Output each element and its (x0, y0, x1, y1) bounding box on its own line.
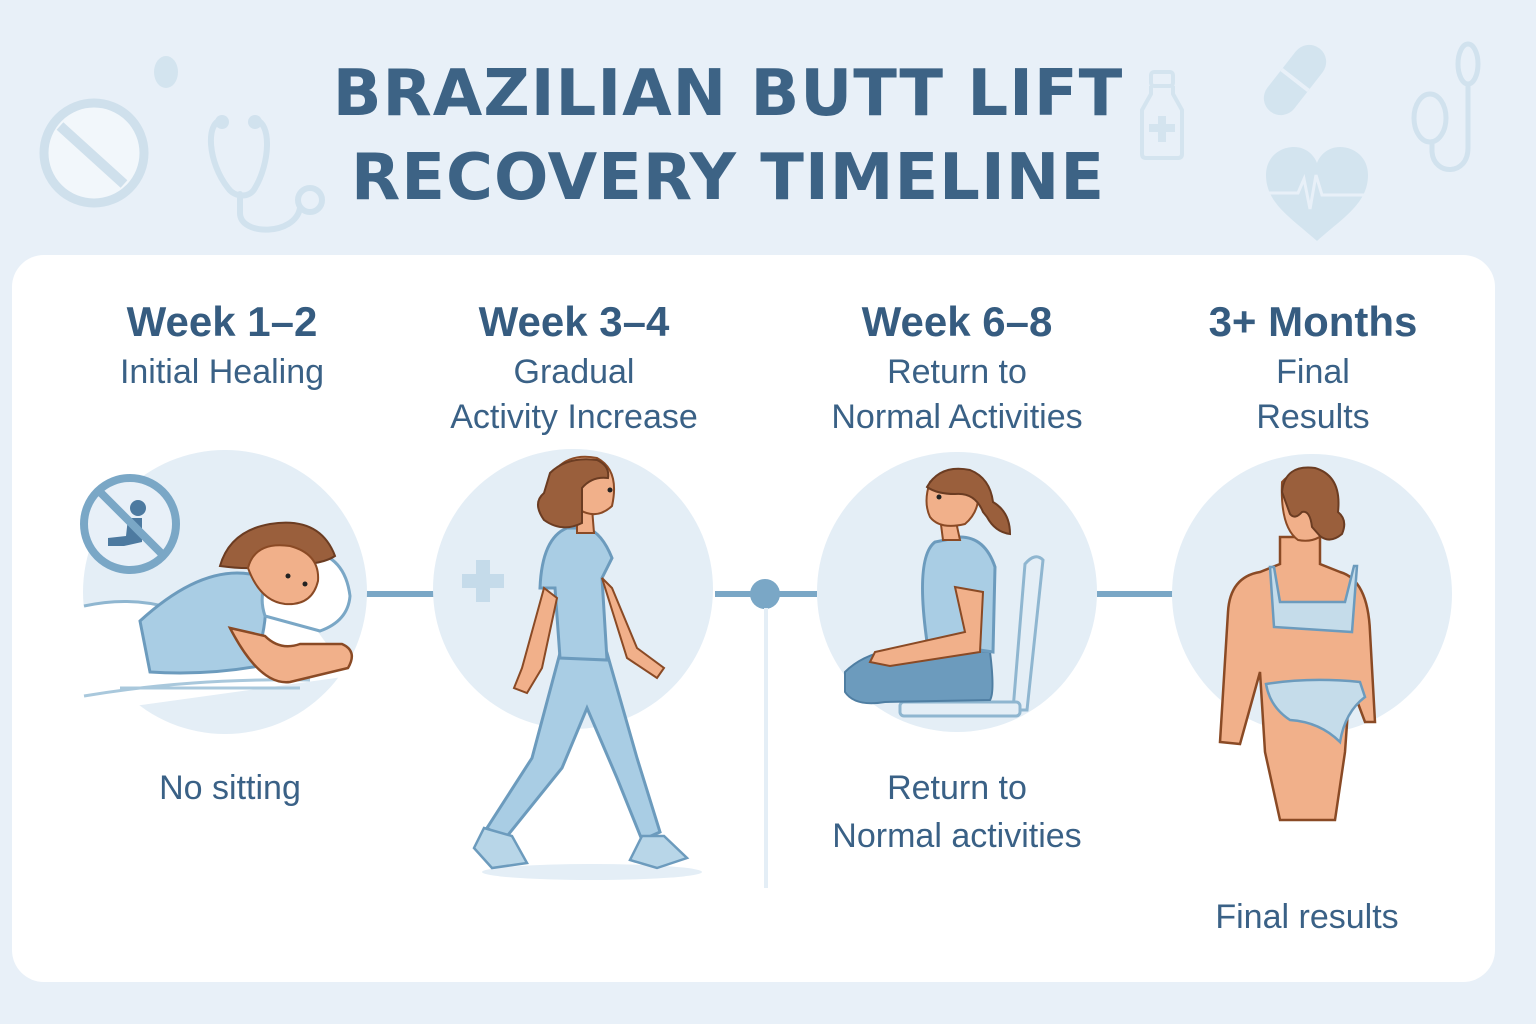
stage-period: Week 6–8 (861, 298, 1053, 345)
stage-subtitle-line-1: Final (1276, 353, 1350, 391)
stethoscope-icon (208, 115, 325, 233)
stage-caption-line-2: Normal activities (832, 817, 1082, 855)
stage-period: Week 1–2 (126, 298, 318, 345)
timeline-connector (366, 591, 436, 597)
stage-caption: No sitting (159, 769, 301, 807)
stage-week-1-2: Week 1–2 Initial Healing (42, 296, 402, 395)
stage-caption: Return to Normal activities (777, 764, 1137, 860)
stage-subtitle: Initial Healing (119, 353, 325, 391)
stage-week-3-4: Week 3–4 Gradual Activity Increase (394, 296, 754, 440)
stethoscope-icon (1411, 41, 1481, 172)
woman-lying-face-down-illustration (80, 450, 367, 734)
stage-subtitle-line-2: Results (1256, 398, 1370, 436)
stage-3-months: 3+ Months Final Results (1133, 296, 1493, 440)
timeline-connector (1097, 591, 1173, 597)
stage-period: Week 3–4 (478, 298, 670, 345)
timeline-vertical-divider (764, 608, 768, 888)
timeline-node (750, 579, 780, 609)
stage-subtitle-line-1: Gradual (513, 353, 635, 391)
drop-icon (154, 56, 178, 88)
woman-sitting-illustration (817, 452, 1097, 732)
page-title: BRAZILIAN BUTT LIFT RECOVERY TIMELINE (0, 52, 1456, 220)
stage-caption-line-1: Return to (887, 769, 1027, 807)
stage-subtitle-line-1: Return to (887, 353, 1027, 391)
heart-pulse-icon (1266, 147, 1368, 241)
stage-caption: Final results (1215, 898, 1399, 936)
title-line-1: BRAZILIAN BUTT LIFT (332, 57, 1124, 131)
no-symbol-icon (39, 98, 149, 208)
stage-week-6-8: Week 6–8 Return to Normal Activities (777, 296, 1137, 440)
woman-back-view-illustration (1172, 454, 1452, 822)
pill-capsule-icon (1263, 44, 1327, 116)
title-line-2: RECOVERY TIMELINE (350, 141, 1106, 215)
stage-subtitle-line-2: Activity Increase (450, 398, 698, 436)
stage-period: 3+ Months (1208, 298, 1418, 345)
stage-subtitle-line-2: Normal Activities (831, 398, 1083, 436)
medical-cross-icon (462, 560, 504, 602)
woman-walking-illustration (433, 449, 713, 880)
no-sitting-icon (80, 474, 180, 574)
medicine-bottle-icon (1140, 70, 1184, 160)
